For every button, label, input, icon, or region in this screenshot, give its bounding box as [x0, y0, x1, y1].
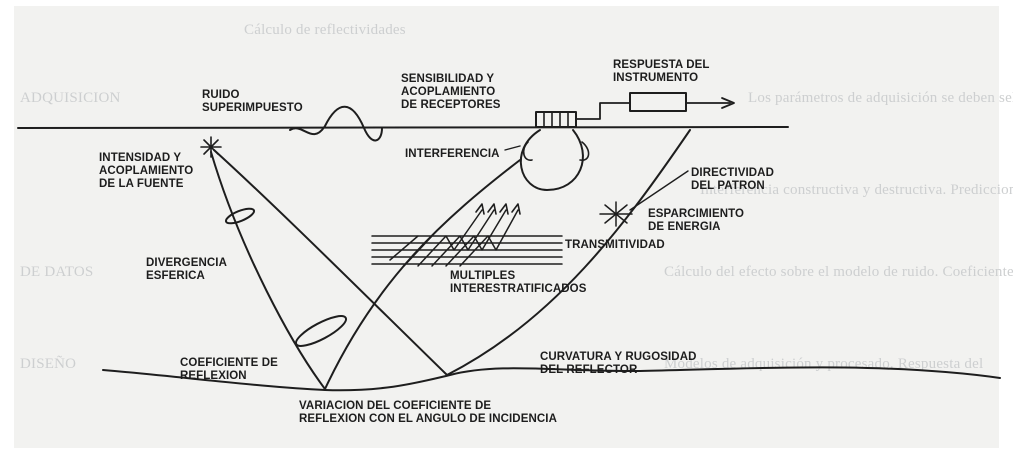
- wavefront-ellipse-large: [294, 315, 348, 347]
- label-coeficiente-reflexion: COEFICIENTE DE REFLEXION: [180, 357, 278, 382]
- label-ruido-superimpuesto: RUIDO SUPERIMPUESTO: [202, 89, 303, 114]
- label-intensidad-fuente: INTENSIDAD Y ACOPLAMIENTO DE LA FUENTE: [99, 152, 194, 190]
- label-transmitividad: TRANSMITIVIDAD: [565, 239, 665, 251]
- noise-wave: [289, 105, 383, 142]
- receiver-cable-loop: [519, 129, 584, 191]
- ground-surface-line: [17, 126, 789, 129]
- multiple-ray-paths: [389, 209, 519, 267]
- receiver-cable-loop: [522, 141, 533, 161]
- ray-path-left: [210, 151, 326, 390]
- leader-interference: [504, 145, 521, 151]
- bleed-line: ADQUISICION: [20, 90, 121, 106]
- receiver-array: [535, 111, 577, 128]
- bleed-line: DISEÑO: [20, 356, 77, 372]
- ray-up-to-surface: [446, 129, 691, 376]
- bleed-line: DE DATOS: [20, 264, 94, 280]
- ray-path-right: [213, 149, 448, 376]
- receiver-cable-loop: [579, 141, 590, 161]
- label-variacion-coeficiente: VARIACION DEL COEFICIENTE DE REFLEXION C…: [299, 400, 557, 425]
- wavefront-ellipse-small: [224, 207, 256, 225]
- bleed-line: Cálculo del efecto sobre el modelo de ru…: [664, 264, 1013, 280]
- instrument-arrow-head: [721, 97, 735, 109]
- leader-directivity: [629, 170, 689, 211]
- bleed-line: Los parámetros de adquisición se deben s…: [748, 90, 1013, 106]
- label-esparcimiento-energia: ESPARCIMIENTO DE ENERGIA: [648, 208, 745, 233]
- scanned-page: [14, 6, 999, 448]
- multiple-arrow-heads: [475, 203, 521, 215]
- bleed-line: Cálculo de reflectividades: [244, 22, 406, 38]
- label-divergencia-esferica: DIVERGENCIA ESFERICA: [146, 257, 227, 282]
- bleed-line: Interferencia constructiva y destructiva…: [700, 182, 1013, 198]
- label-interferencia: INTERFERENCIA: [405, 148, 500, 160]
- reflector-line: [102, 366, 1001, 392]
- label-curvatura-rugosidad: CURVATURA Y RUGOSIDAD DEL REFLECTOR: [540, 351, 697, 376]
- label-multiples-interestratificados: MULTIPLES INTERESTRATIFICADOS: [450, 270, 587, 295]
- label-directividad-patron: DIRECTIVIDAD DEL PATRON: [691, 167, 774, 192]
- instrument-wire: [575, 102, 631, 120]
- label-sensibilidad-receptores: SENSIBILIDAD Y ACOPLAMIENTO DE RECEPTORE…: [401, 73, 501, 111]
- interbed-layers: [371, 235, 563, 265]
- instrument-box: [629, 92, 687, 112]
- scattering-starburst: [599, 201, 633, 227]
- label-respuesta-instrumento: RESPUESTA DEL INSTRUMENTO: [613, 59, 710, 84]
